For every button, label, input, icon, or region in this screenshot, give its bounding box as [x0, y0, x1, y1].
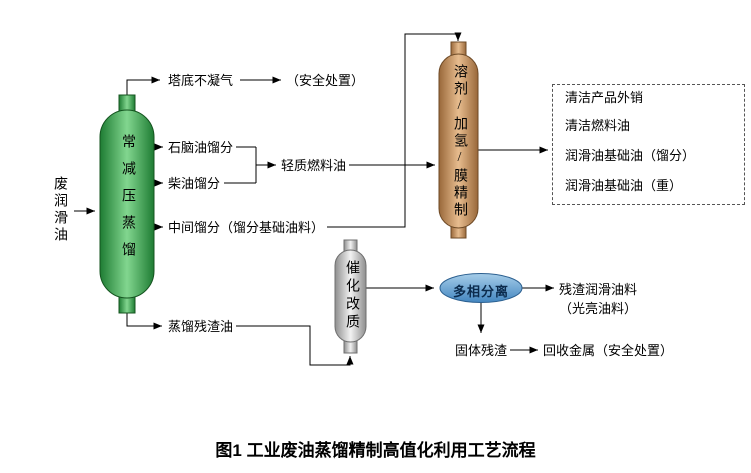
stream-middle-fraction: 中间馏分（馏分基础油料） [168, 220, 325, 235]
catalytic-column-body [334, 249, 367, 343]
clean-products-box: 清洁产品外销 清洁燃料油 润滑油基础油（馏分） 润滑油基础油（重） [552, 84, 745, 205]
stream-light-fuel-oil: 轻质燃料油 [281, 158, 347, 173]
stream-solid-residue: 固体残渣 [455, 343, 508, 358]
flow-arrow-middle-to-refining-top [327, 32, 462, 228]
waste-oil-input-label: 废润滑油 [52, 176, 67, 244]
stream-distillation-residue: 蒸馏残渣油 [168, 319, 234, 334]
stream-residue-lube-line1: 残渣润滑油料 [559, 282, 638, 297]
distillation-column-body [99, 109, 155, 299]
flow-connectors [74, 32, 554, 366]
catalytic-column [334, 239, 367, 354]
stream-metal-recovery: 回收金属（安全处置） [543, 343, 674, 358]
stream-residue-lube: 残渣润滑油料 （光亮油料） [559, 280, 637, 318]
stream-diesel: 柴油馏分 [168, 176, 221, 191]
flow-arrow-residue [126, 313, 162, 330]
distillation-column-label: 常减压蒸馏 [120, 134, 135, 269]
distillation-column [99, 94, 155, 314]
product-item-base-oil-fraction: 润滑油基础油（馏分） [565, 148, 696, 163]
separator-ellipse [439, 273, 523, 303]
separator-label: 多相分离 [452, 284, 509, 299]
stream-overhead-gas: 塔底不凝气 [168, 73, 234, 88]
catalytic-column-label: 催化改质 [344, 260, 359, 332]
stream-residue-lube-line2: （光亮油料） [559, 301, 638, 316]
product-item-base-oil-heavy: 润滑油基础油（重） [565, 178, 683, 193]
stream-overhead-disposal: （安全处置） [286, 73, 365, 88]
refining-column-label: 溶剂/加氢/膜精制 [452, 64, 467, 219]
product-item-fuel-oil: 清洁燃料油 [565, 118, 631, 133]
refining-column-body [438, 53, 479, 229]
refining-column [438, 41, 479, 239]
products-box-title: 清洁产品外销 [565, 90, 644, 105]
stream-naphtha: 石脑油馏分 [168, 140, 234, 155]
flow-arrow-residue-to-catalytic [236, 325, 354, 366]
flow-arrow-overhead-gas [126, 76, 160, 95]
figure-caption: 图1 工业废油蒸馏精制高值化利用工艺流程 [215, 441, 536, 460]
